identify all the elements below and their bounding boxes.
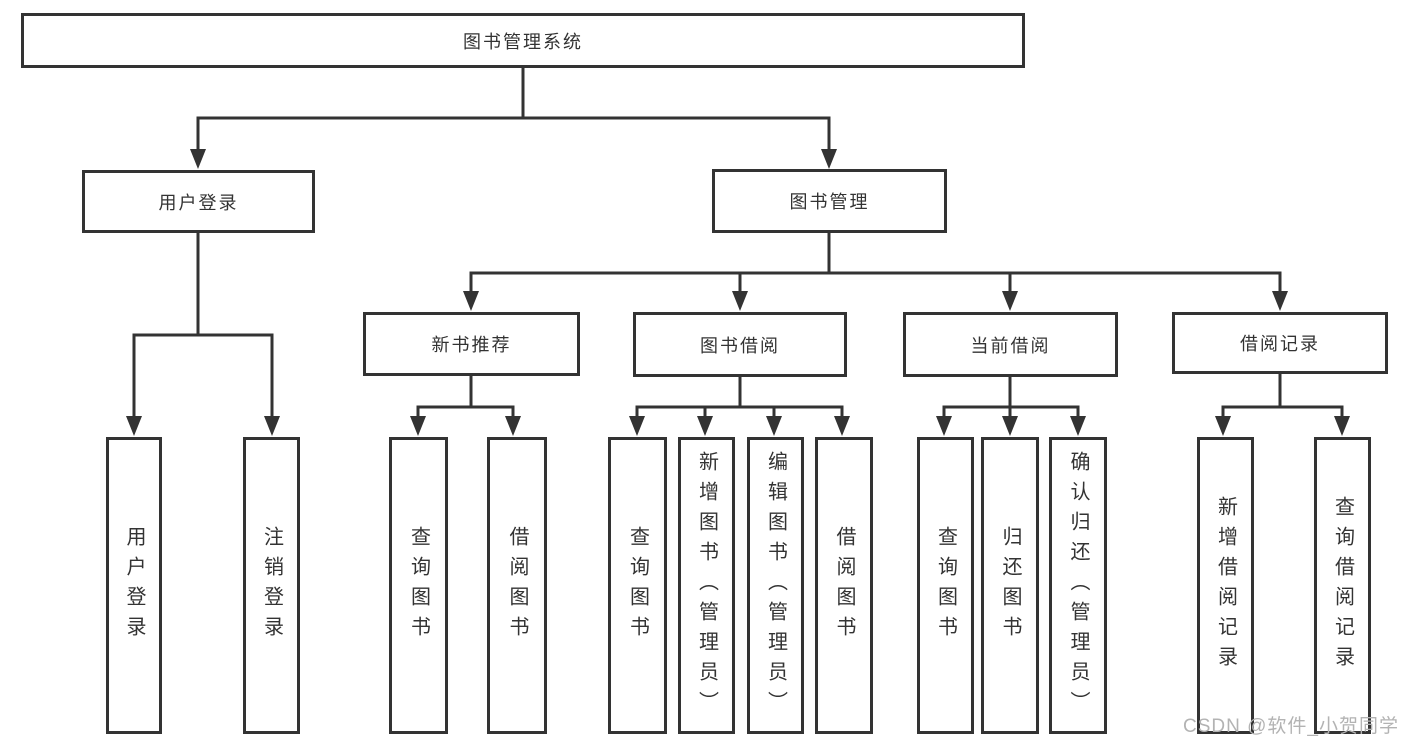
node-book-borrow: 图书借阅: [633, 312, 847, 377]
leaf-borrow-edit-book-admin: 编辑图书（管理员）: [747, 437, 804, 734]
node-new-book-recommend: 新书推荐: [363, 312, 580, 376]
leaf-borrow-add-book-admin: 新增图书（管理员）: [678, 437, 735, 734]
node-borrow-record: 借阅记录: [1172, 312, 1388, 374]
leaf-current-return-book: 归还图书: [981, 437, 1039, 734]
leaf-recommend-query-book: 查询图书: [389, 437, 448, 734]
node-current-borrow: 当前借阅: [903, 312, 1118, 377]
leaf-recommend-borrow-book: 借阅图书: [487, 437, 547, 734]
node-library-system: 图书管理系统: [21, 13, 1025, 68]
node-book-management: 图书管理: [712, 169, 947, 233]
node-user-login: 用户登录: [82, 170, 315, 233]
leaf-record-add-record: 新增借阅记录: [1197, 437, 1254, 734]
leaf-borrow-borrow-book: 借阅图书: [815, 437, 873, 734]
leaf-current-query-book: 查询图书: [917, 437, 974, 734]
csdn-watermark: CSDN @软件_小贺同学: [1183, 716, 1399, 737]
leaf-logout: 注销登录: [243, 437, 300, 734]
leaf-current-confirm-return-admin: 确认归还（管理员）: [1049, 437, 1107, 734]
leaf-record-query-record: 查询借阅记录: [1314, 437, 1371, 734]
leaf-user-login: 用户登录: [106, 437, 162, 734]
leaf-borrow-query-book: 查询图书: [608, 437, 667, 734]
